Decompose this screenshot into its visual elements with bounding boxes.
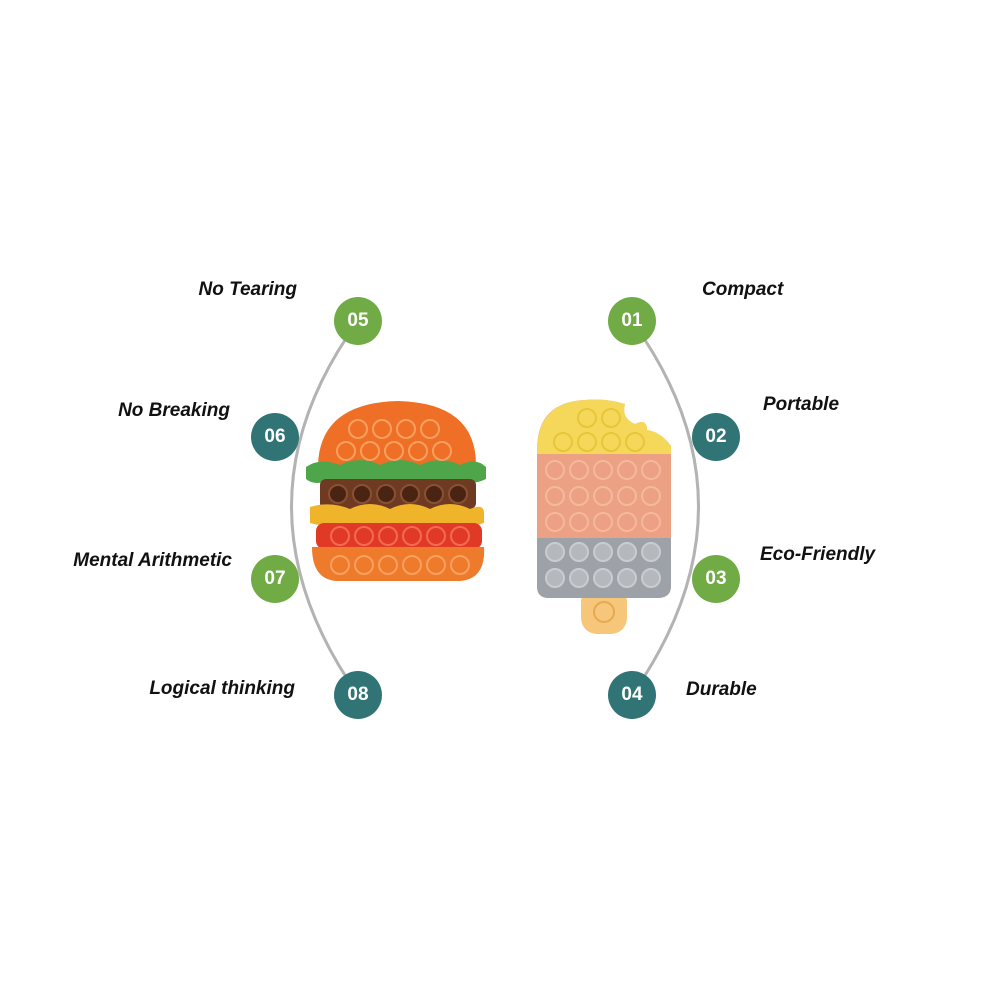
- feature-badge-07: 07: [251, 555, 299, 603]
- feature-badge-06: 06: [251, 413, 299, 461]
- feature-badge-08: 08: [334, 671, 382, 719]
- right-arc: [630, 320, 700, 696]
- feature-label-no-breaking: No Breaking: [118, 400, 230, 421]
- feature-badge-02: 02: [692, 413, 740, 461]
- feature-badge-04: 04: [608, 671, 656, 719]
- left-arc: [290, 320, 360, 696]
- feature-label-compact: Compact: [702, 279, 784, 300]
- feature-label-no-tearing: No Tearing: [198, 279, 297, 300]
- feature-label-logical-thinking: Logical thinking: [149, 678, 295, 699]
- feature-label-portable: Portable: [763, 394, 840, 415]
- popsicle-pop-fidget-toy: [537, 399, 671, 634]
- feature-label-mental-arithmetic: Mental Arithmetic: [73, 550, 232, 571]
- feature-badge-05: 05: [334, 297, 382, 345]
- feature-badge-01: 01: [608, 297, 656, 345]
- feature-label-eco-friendly: Eco-Friendly: [760, 544, 876, 565]
- hamburger-pop-fidget-toy: [306, 401, 486, 581]
- feature-label-durable: Durable: [686, 679, 757, 700]
- feature-badge-03: 03: [692, 555, 740, 603]
